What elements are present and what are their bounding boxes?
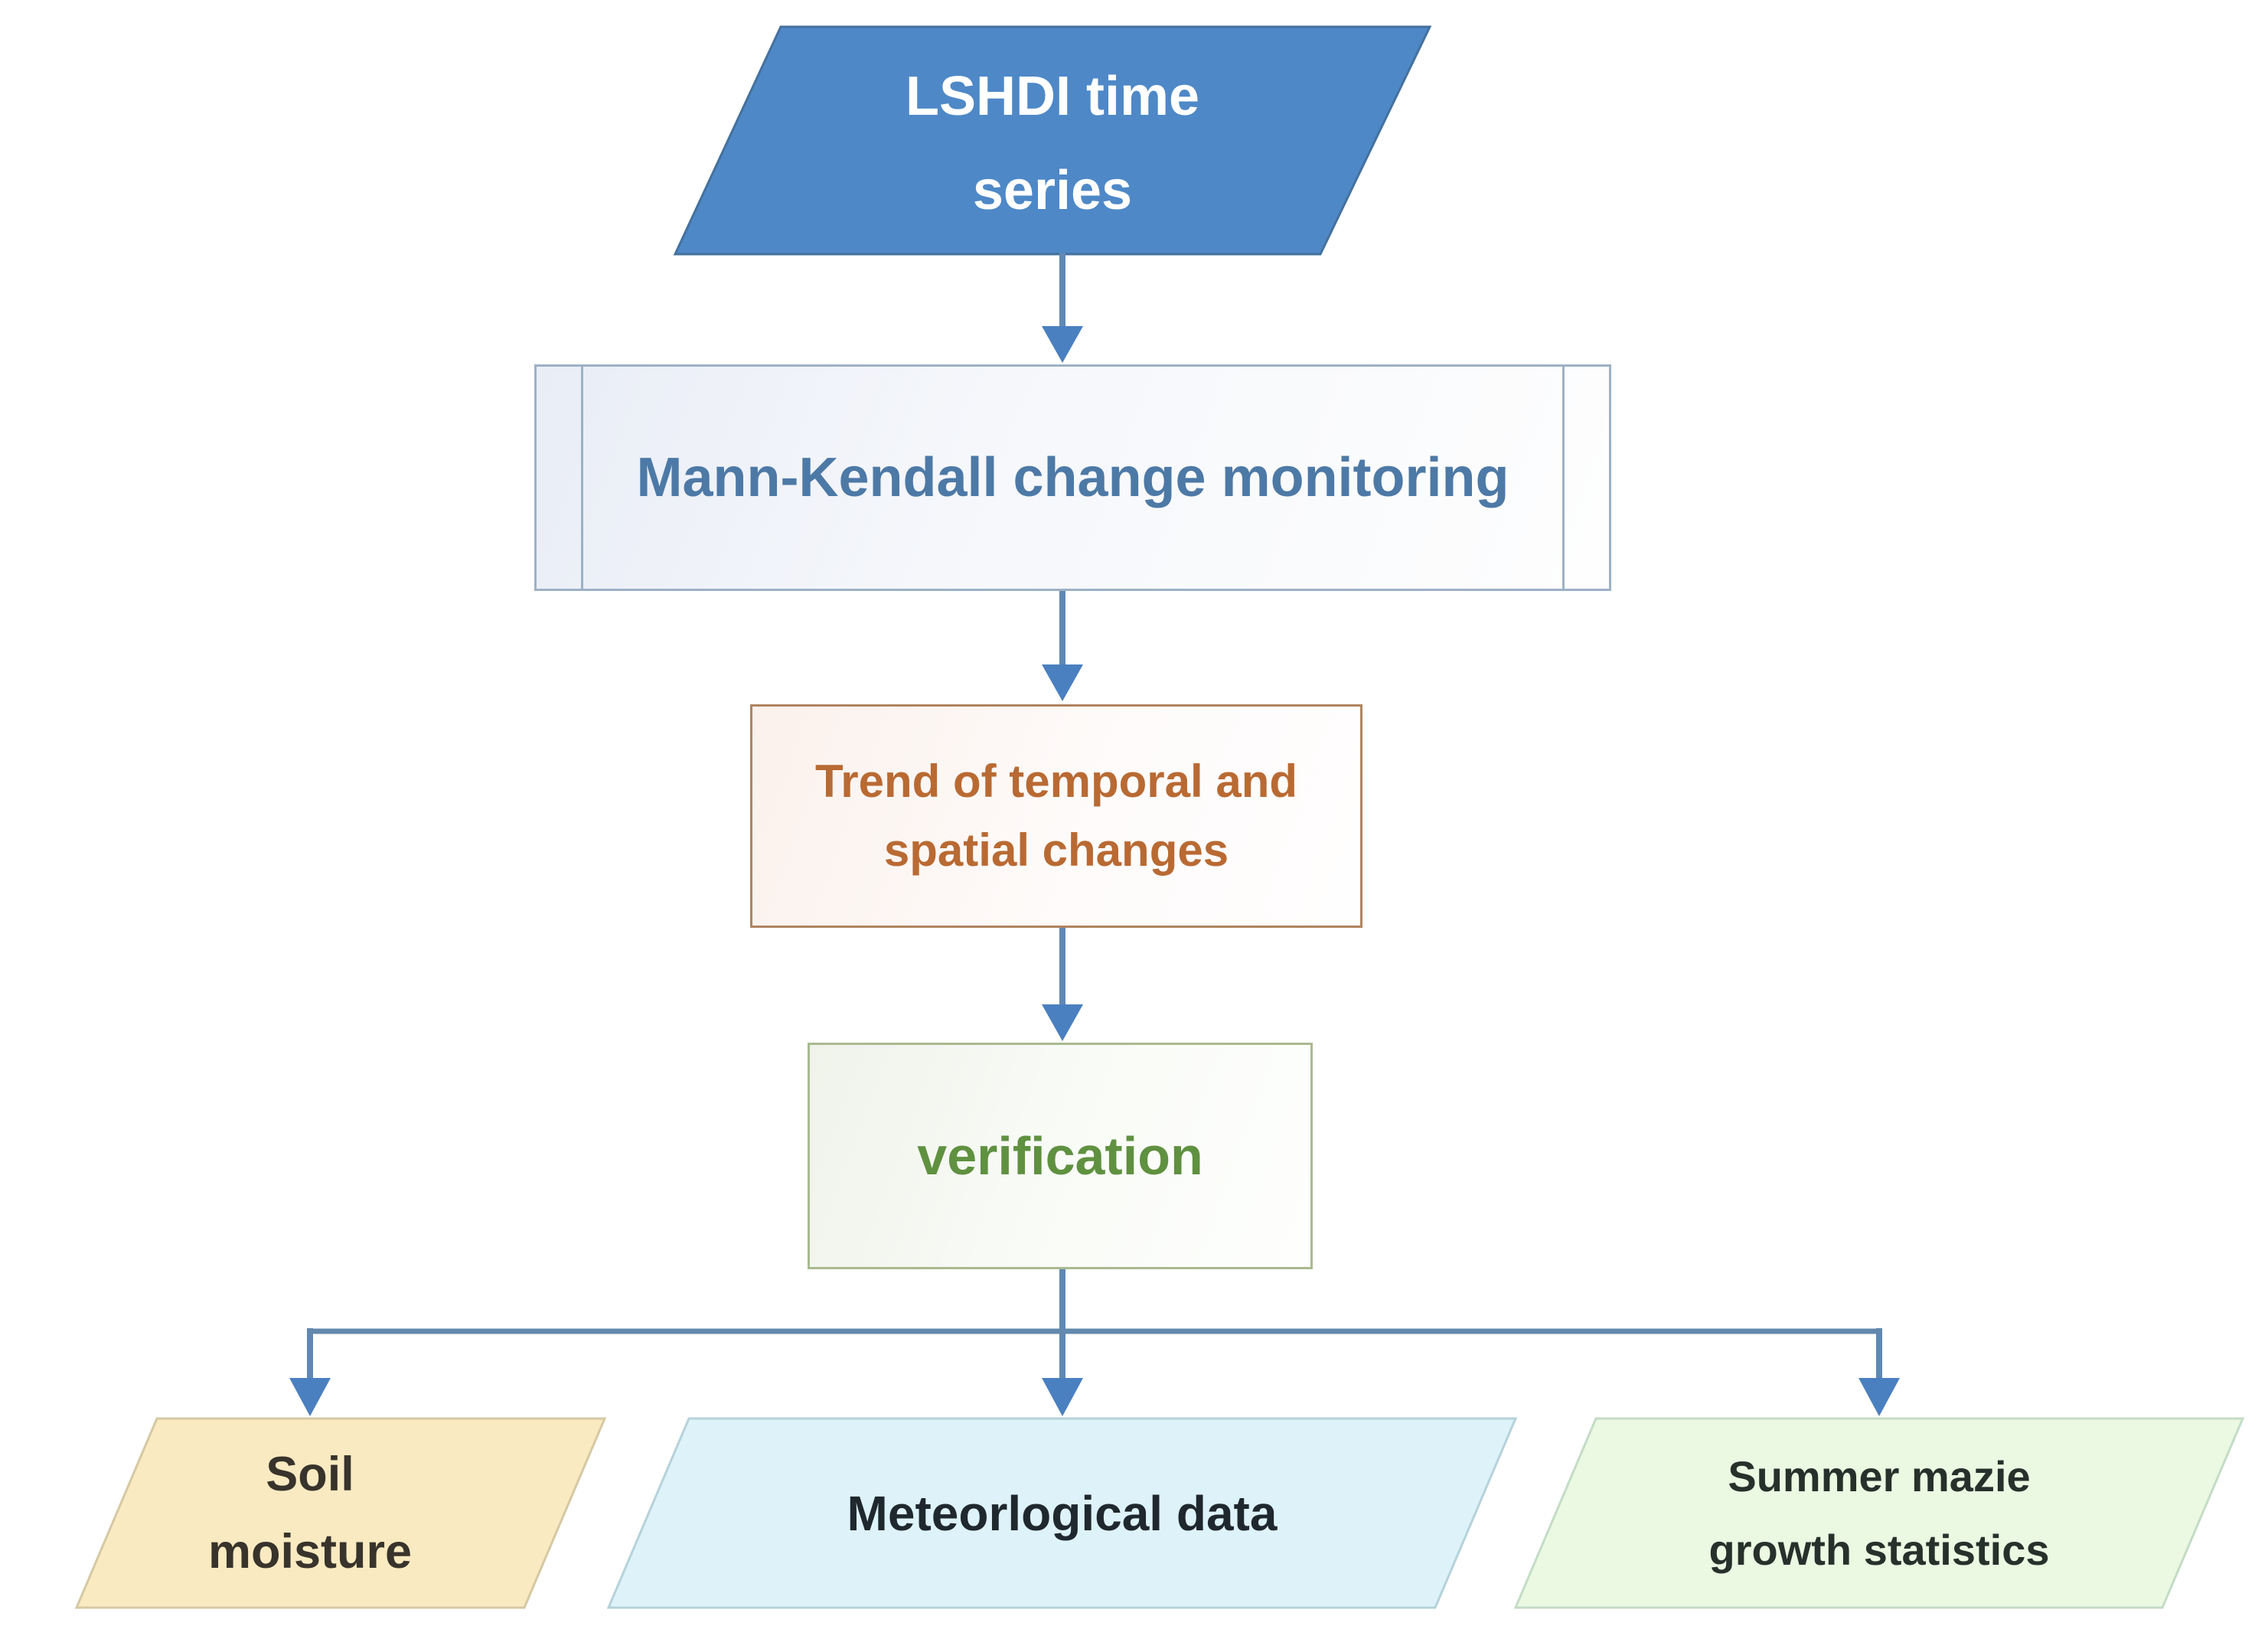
arrowhead-into-meteo: [1042, 1378, 1083, 1416]
arrowhead-into-trend: [1042, 664, 1083, 701]
node-mann-kendall-label: Mann-Kendall change monitoring: [636, 447, 1509, 508]
node-verification-label: verification: [917, 1126, 1203, 1186]
connector-group: [307, 253, 1882, 1383]
summer-maize-parallelogram-shape: [1513, 1417, 2245, 1609]
arrowhead-into-soil: [289, 1378, 331, 1416]
arrowhead-group: [289, 326, 1900, 1416]
soil-moisture-parallelogram-shape: [74, 1417, 607, 1609]
arrowhead-into-maize: [1858, 1378, 1900, 1416]
arrowhead-into-mannkendall: [1042, 326, 1083, 363]
node-verification: verification: [808, 1043, 1313, 1269]
predefined-process-left-bar: [581, 367, 583, 589]
meteorological-parallelogram-shape: [606, 1417, 1518, 1609]
node-trend: Trend of temporal and spatial changes: [750, 704, 1362, 928]
predefined-process-right-bar: [1562, 367, 1565, 589]
node-trend-label-line-1: Trend of temporal and: [814, 756, 1298, 807]
node-trend-label-line-2: spatial changes: [883, 824, 1229, 876]
arrowhead-into-verification: [1042, 1004, 1083, 1041]
node-mann-kendall: Mann-Kendall change monitoring: [534, 364, 1611, 591]
lshdi-parallelogram-shape: [673, 25, 1432, 256]
